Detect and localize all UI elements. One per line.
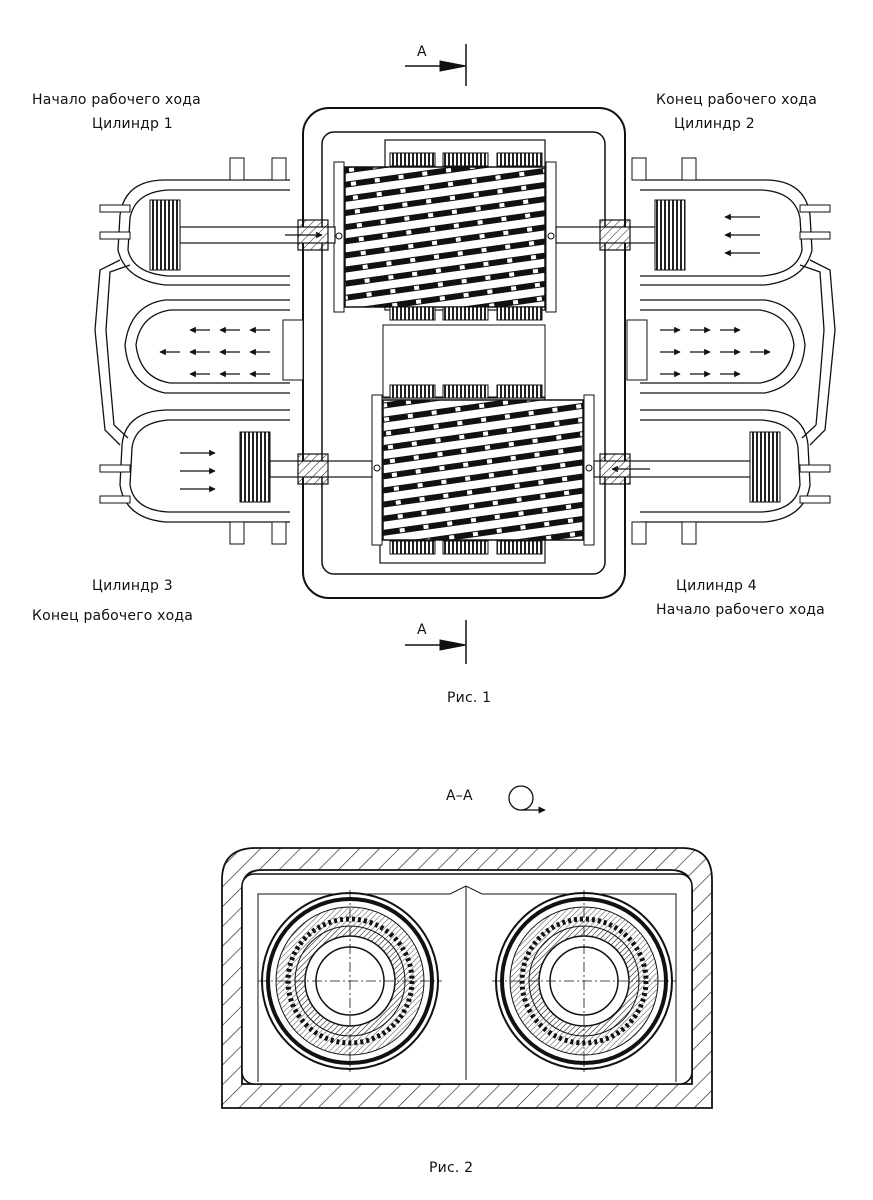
cylinder-2-piston: [654, 199, 686, 271]
spark-plugs: [99, 204, 831, 504]
section-label-bottom: A: [417, 622, 427, 638]
section-label-top: A: [417, 44, 427, 60]
cylinder-4-piston: [749, 431, 781, 503]
housing-inner-frame: [241, 873, 693, 1085]
cylinder-3-status: Конец рабочего хода: [32, 608, 194, 624]
inner-partition: [257, 885, 677, 1082]
figure-1-drawing: [94, 44, 836, 664]
cylinder-2-name: Цилиндр 2: [674, 116, 755, 132]
figure-2-caption: Рис. 2: [429, 1160, 474, 1176]
upper-generator: [333, 139, 557, 321]
cylinder-1-name: Цилиндр 1: [92, 116, 173, 132]
cylinder-1-piston: [149, 199, 181, 271]
housing-wall: [221, 847, 713, 1109]
central-frame-inner: [321, 131, 606, 575]
cylinder-4-status: Начало рабочего хода: [656, 602, 825, 618]
cylinder-4-name: Цилиндр 4: [676, 578, 757, 594]
left-valve-block: [282, 319, 304, 381]
cylinder-3-name: Цилиндр 3: [92, 578, 173, 594]
rotation-symbol: [508, 785, 546, 814]
right-valve-block: [626, 319, 648, 381]
section-arrow-top: [405, 44, 467, 86]
cylinder-1-status: Начало рабочего хода: [32, 92, 201, 108]
section-title: А–А: [446, 788, 473, 804]
cylinder-2-status: Конец рабочего хода: [656, 92, 818, 108]
lower-generator: [371, 384, 595, 564]
figure-1-caption: Рис. 1: [447, 690, 492, 706]
right-rotor-section: [492, 890, 676, 1072]
piston-rods: [179, 219, 755, 485]
cylinder-3-piston: [239, 431, 271, 503]
section-arrow-bottom: [405, 620, 467, 664]
flow-arrows: [159, 213, 771, 493]
left-rotor-section: [258, 890, 442, 1072]
ports: [229, 157, 697, 545]
